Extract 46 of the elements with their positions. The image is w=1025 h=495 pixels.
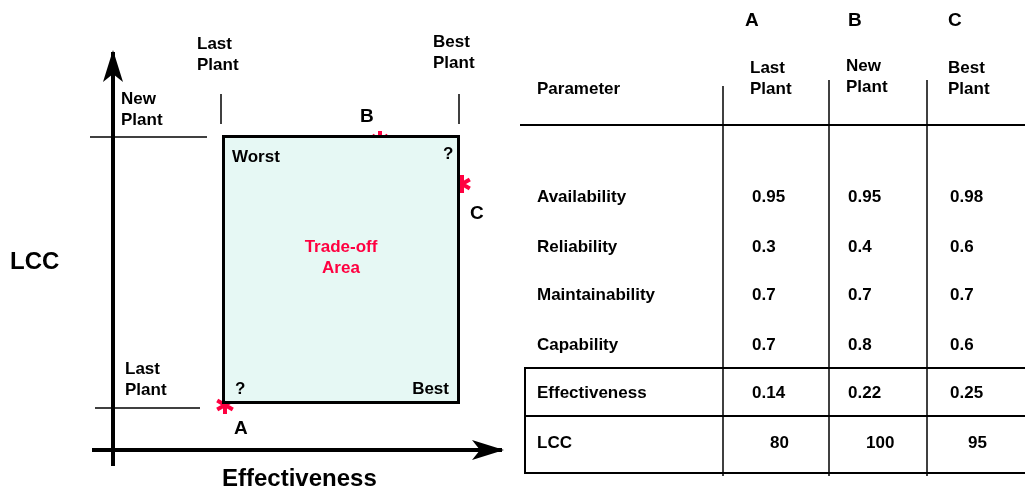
column-letter: A <box>745 8 759 31</box>
column-header: Parameter <box>537 78 621 99</box>
table-cell: 100 <box>866 432 895 453</box>
table-cell: 0.7 <box>848 284 872 305</box>
table-cell: 0.14 <box>752 382 786 403</box>
axis-title: Effectiveness <box>222 464 377 492</box>
trade-off-area <box>222 135 460 404</box>
area-label: Trade-off Area <box>303 236 379 278</box>
column-header: Last Plant <box>750 57 793 99</box>
table-cell: 0.98 <box>950 186 984 207</box>
table-cell: 0.95 <box>752 186 786 207</box>
column-letter: C <box>948 8 962 31</box>
corner-label: Best <box>412 378 449 399</box>
row-header: Maintainability <box>537 284 656 305</box>
table-cell: 0.7 <box>950 284 974 305</box>
table-cell: 0.95 <box>848 186 882 207</box>
row-header: Reliability <box>537 236 618 257</box>
point-label: B <box>360 104 374 127</box>
table-cell: 0.6 <box>950 236 974 257</box>
column-header: New Plant <box>846 55 889 97</box>
axis-label: Best Plant <box>433 31 476 73</box>
table-cell: 0.8 <box>848 334 872 355</box>
axis-label: Last Plant <box>197 33 240 75</box>
table-cell: 0.4 <box>848 236 872 257</box>
point-label: C <box>470 201 484 224</box>
table-cell: 0.7 <box>752 284 776 305</box>
row-header: Capability <box>537 334 619 355</box>
point-label: A <box>234 416 248 439</box>
table-cell: 0.7 <box>752 334 776 355</box>
column-letter: B <box>848 8 862 31</box>
table-cell: 80 <box>770 432 789 453</box>
row-header: Effectiveness <box>537 382 647 403</box>
corner-label: Worst <box>232 146 280 167</box>
table-cell: 0.3 <box>752 236 776 257</box>
axis-title: LCC <box>10 247 60 275</box>
corner-label: ? <box>443 143 454 164</box>
axis-label: Last Plant <box>125 358 168 400</box>
corner-label: ? <box>235 378 246 399</box>
table-cell: 0.6 <box>950 334 974 355</box>
row-header: LCC <box>537 432 572 453</box>
table-cell: 0.22 <box>848 382 882 403</box>
table-cell: 95 <box>968 432 987 453</box>
row-header: Availability <box>537 186 627 207</box>
axis-label: New Plant <box>121 88 164 130</box>
column-header: Best Plant <box>948 57 991 99</box>
table-cell: 0.25 <box>950 382 984 403</box>
